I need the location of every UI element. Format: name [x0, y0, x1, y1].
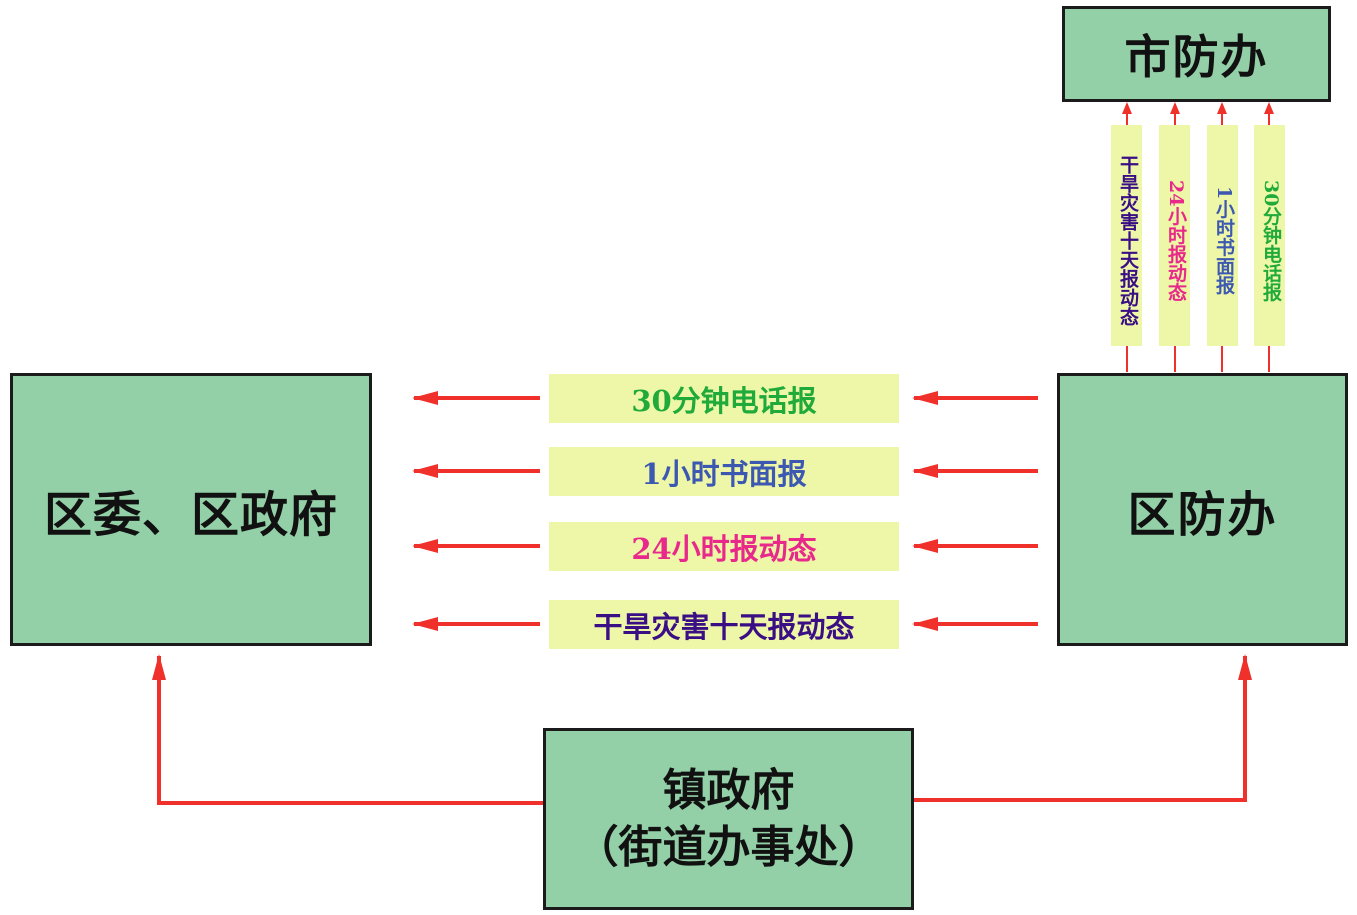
- city-flood-office-label: 市防办: [1124, 30, 1269, 84]
- district-flood-office-label: 区防办: [1127, 486, 1278, 543]
- town-government-label: 镇政府: [662, 764, 795, 816]
- vertical-label-30min-phone: 30分钟电话报: [1254, 125, 1285, 346]
- vertical-label-1hour-written: 1小时书面报: [1207, 125, 1238, 346]
- report-label-drought-10day: 干旱灾害十天报动态: [549, 600, 899, 649]
- district-government-label: 区委、区政府: [43, 486, 338, 543]
- arrow-town-to-district-gov: [152, 654, 543, 805]
- report-label-24hour-dynamic: 24小时报动态: [549, 522, 899, 571]
- city-flood-office-box: 市防办: [1062, 6, 1331, 102]
- town-government-box: 镇政府 （街道办事处）: [543, 728, 914, 910]
- vertical-label-24hour-dynamic: 24小时报动态: [1159, 125, 1190, 346]
- street-office-label: （街道办事处）: [574, 822, 883, 873]
- district-flood-office-box: 区防办: [1057, 373, 1348, 646]
- arrow-town-to-district-office: [914, 654, 1252, 802]
- report-label-1hour-written: 1小时书面报: [549, 447, 899, 496]
- district-government-box: 区委、区政府: [10, 373, 372, 646]
- vertical-label-drought-10day: 干旱灾害十天报动态: [1111, 125, 1142, 346]
- report-label-30min-phone: 30分钟电话报: [549, 374, 899, 423]
